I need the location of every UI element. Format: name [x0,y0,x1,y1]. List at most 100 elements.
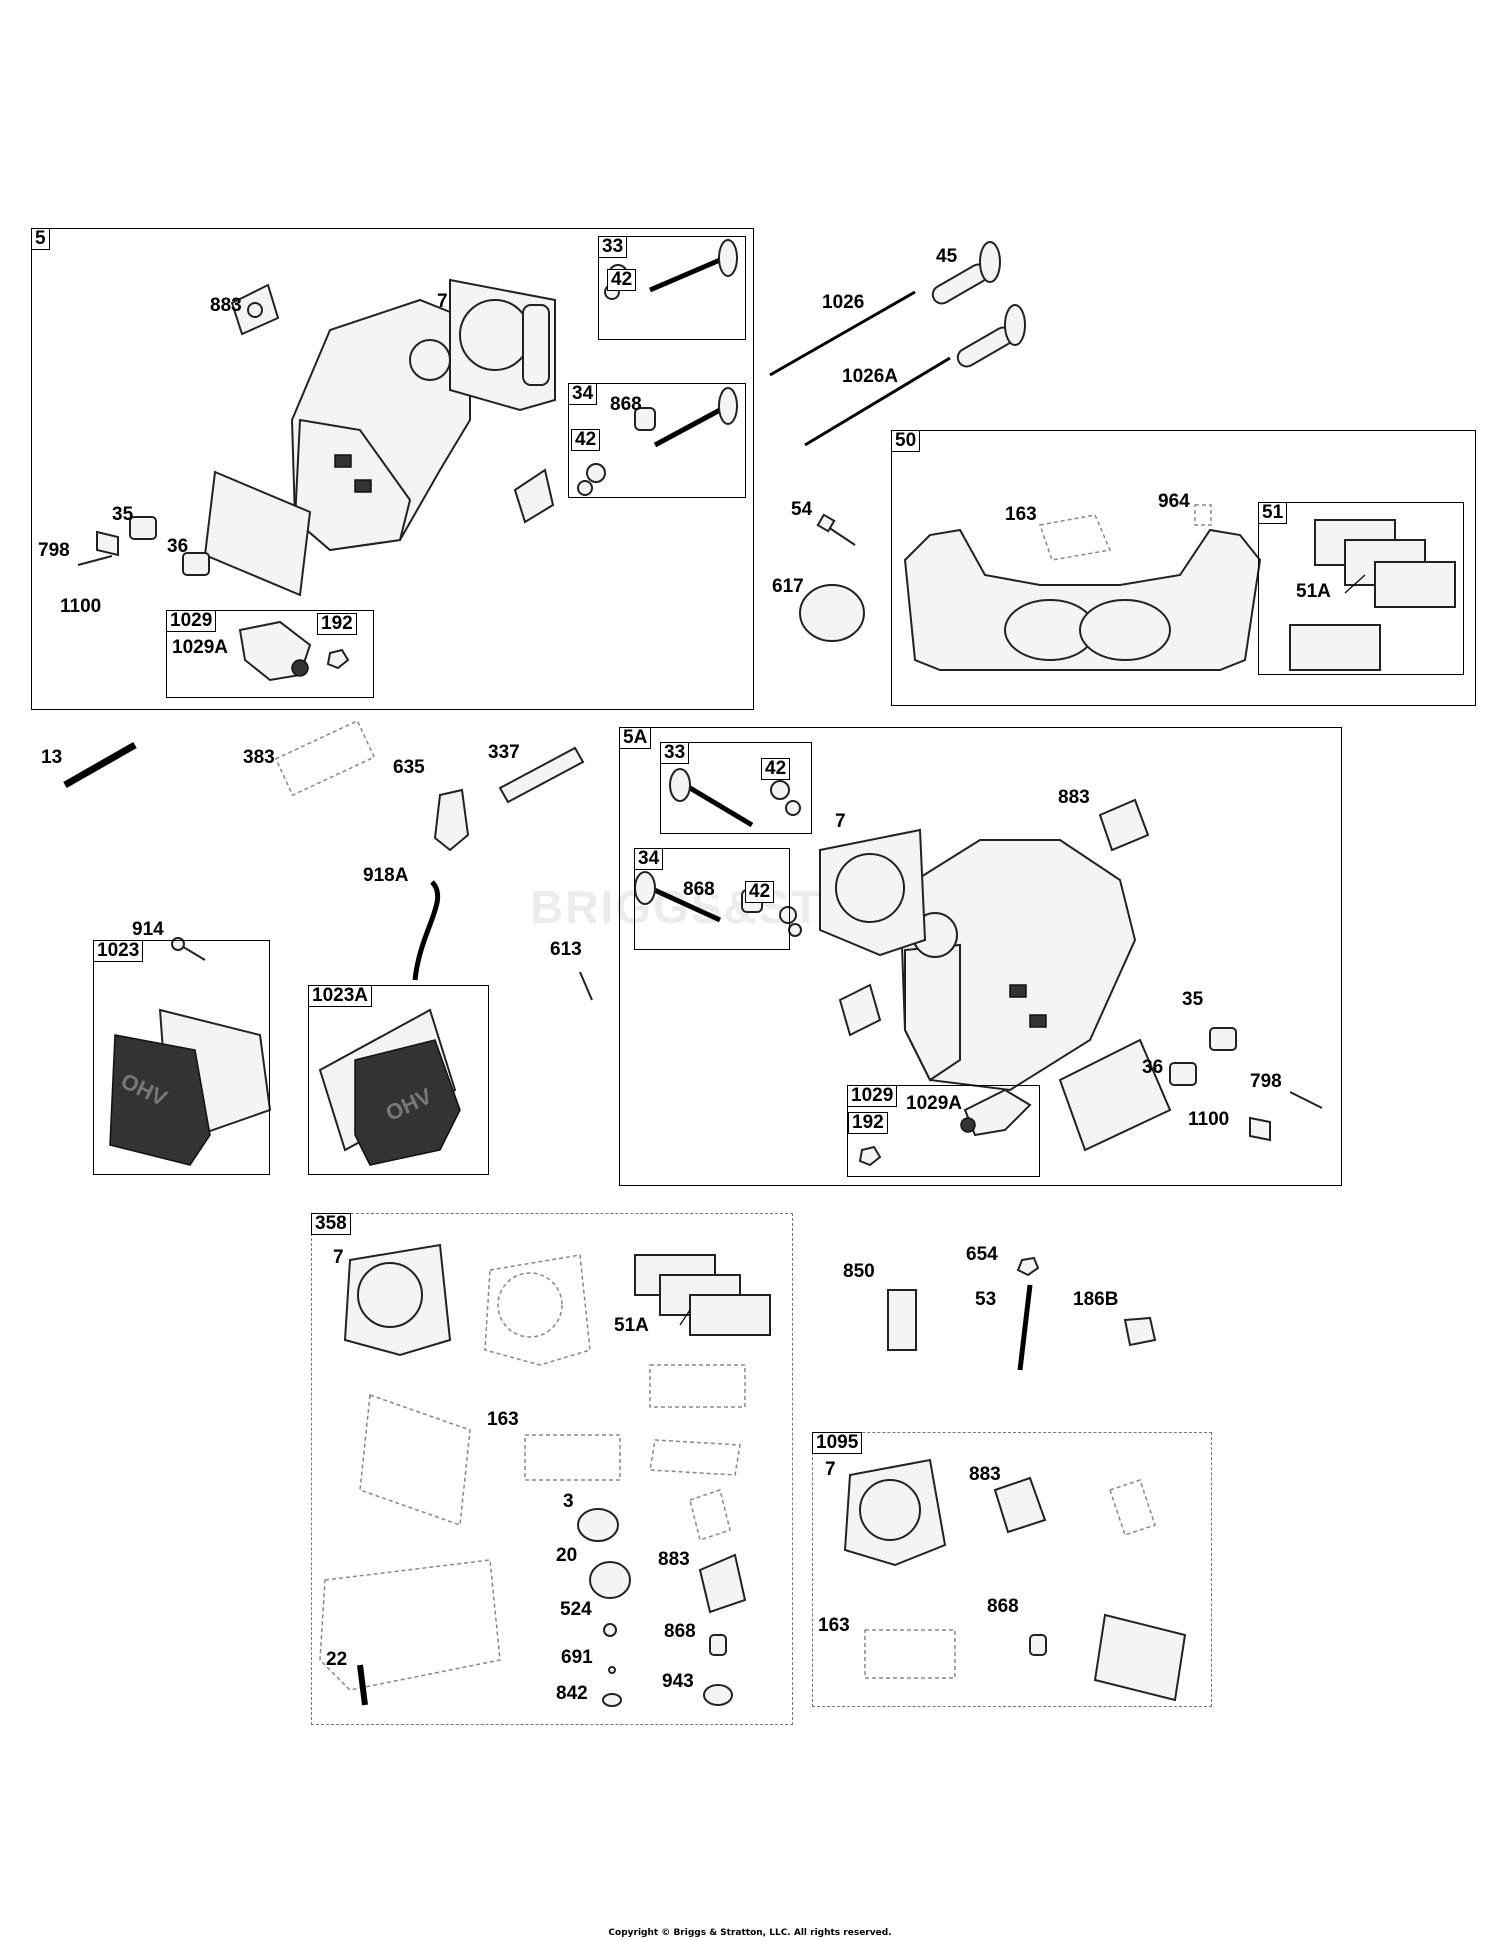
valve-45-drawing [931,241,1001,305]
box-label-51: 51 [1258,502,1288,524]
part-label-1100-b: 1100 [1188,1109,1230,1130]
valve-33-b-drawing [669,768,801,828]
part-label-868-b: 868 [683,879,715,900]
intake-manifold-drawing [903,528,1262,671]
head-gasket-1-drawing [449,278,556,412]
part-label-883: 883 [210,295,242,316]
part-label-7-c: 7 [333,1247,344,1268]
gasket-set-51 [1289,519,1456,671]
part-label-918a: 918A [363,865,409,886]
rocker-arm-1029a-drawing [238,620,312,682]
bolt-613 [579,971,593,1001]
part-label-13: 13 [41,747,63,768]
part-1100-b [1249,1116,1271,1142]
sealant-tube-850 [887,1289,917,1351]
part-label-613: 613 [550,939,582,960]
part-label-20: 20 [556,1545,578,1566]
part-label-1026: 1026 [822,292,865,313]
gasket-163-a [1039,514,1112,561]
part-label-964: 964 [1158,491,1190,512]
part-label-842: 842 [556,1683,588,1704]
nut-192-b [858,1145,882,1167]
bolt-914 [179,944,206,961]
box-label-42-d: 42 [745,881,775,903]
part-label-635: 635 [393,757,425,778]
exhaust-gasket-a [513,468,555,524]
part-label-36-b: 36 [1142,1057,1164,1078]
part-label-868-d: 868 [987,1596,1019,1617]
stud-53 [1017,1284,1033,1371]
part-label-1029a-b: 1029A [906,1093,962,1114]
box-label-42-a: 42 [607,269,637,291]
part-label-883-c: 883 [658,1549,690,1570]
pushrod-1026a [804,356,951,447]
part-label-524: 524 [560,1599,592,1620]
part-label-868: 868 [610,394,642,415]
callout-box-1095: 1095 [812,1432,1212,1707]
part-1100-a [96,530,119,557]
part-label-691: 691 [561,1647,593,1668]
seal-617 [799,584,865,642]
cylinder-head-1-drawing [290,298,471,552]
box-label-1023: 1023 [93,940,144,962]
callout-box-5: 5 [31,228,754,710]
callout-box-34-b: 34 42 [634,848,790,950]
callout-box-50: 50 [891,430,1476,706]
callout-box-33-b: 33 42 [660,742,812,834]
part-label-1029a: 1029A [172,637,228,658]
box-label-5: 5 [31,228,50,250]
spring-35-b [1209,1027,1237,1051]
spring-36-b [1169,1062,1197,1086]
nut-192-a [326,648,350,670]
box-label-358: 358 [311,1213,351,1235]
callout-box-34-a: 34 42 [568,383,746,498]
valve-cover-1023-drawing [109,1008,272,1166]
part-383 [274,719,376,797]
part-label-3: 3 [563,1491,574,1512]
part-label-186b: 186B [1073,1289,1119,1310]
box-label-1029-b: 1029 [847,1085,898,1107]
callout-box-1029-a: 1029 192 [166,610,374,698]
box-label-34-a: 34 [568,383,598,405]
cylinder-head-2-drawing [898,839,1137,1092]
box-label-192-a: 192 [317,613,357,635]
part-label-850: 850 [843,1261,875,1282]
spring-35-a [129,516,157,540]
breather-tube-918a [412,880,440,981]
part-label-798-b: 798 [1250,1071,1282,1092]
part-label-163-c: 163 [818,1615,850,1636]
part-label-35-b: 35 [1182,989,1204,1010]
part-label-35: 35 [112,504,134,525]
part-label-943: 943 [662,1671,694,1692]
part-label-7: 7 [437,291,448,312]
part-label-7-d: 7 [825,1459,836,1480]
part-label-36: 36 [167,536,189,557]
part-label-22: 22 [326,1649,348,1670]
valve-34-a-drawing [577,387,738,496]
callout-box-33-a: 33 42 [598,236,746,340]
part-label-654: 654 [966,1244,998,1265]
box-label-42-c: 42 [761,758,791,780]
part-label-1100: 1100 [60,596,102,617]
part-label-868-c: 868 [664,1621,696,1642]
box-label-1023a: 1023A [308,985,372,1007]
valve-1026a-drawing [956,304,1026,368]
part-label-53: 53 [975,1289,997,1310]
box-label-33-a: 33 [598,236,628,258]
fitting-186b [1123,1316,1157,1347]
spark-plug-337 [498,746,585,804]
part-label-7-b: 7 [835,811,846,832]
part-label-883-b: 883 [1058,787,1090,808]
rocker-cover-gasket-a [203,470,312,597]
part-label-383: 383 [243,747,275,768]
rocker-cover-gasket-b [1058,1038,1172,1152]
bolt-13 [63,741,137,789]
part-label-798: 798 [38,540,70,561]
box-label-1095: 1095 [812,1432,863,1454]
head-gasket-2-drawing [819,828,927,957]
part-label-163-b: 163 [487,1409,519,1430]
callout-box-51: 51 [1258,502,1464,675]
box-label-42-b: 42 [571,429,601,451]
part-label-51a: 51A [1296,581,1331,602]
